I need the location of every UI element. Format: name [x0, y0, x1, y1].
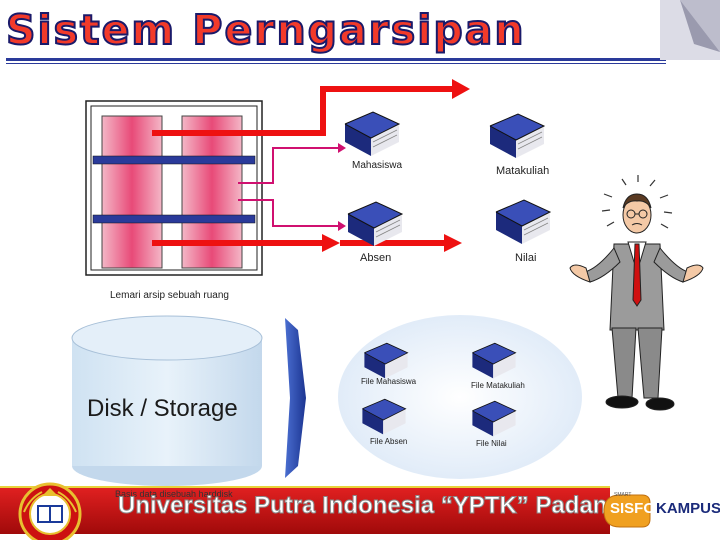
database-caption: Basis data disebuah harddisk — [115, 489, 233, 499]
sisfo-suffix: KAMPUS — [656, 500, 720, 517]
filing-cabinet — [85, 100, 263, 276]
file-icon-mahasiswa — [364, 342, 409, 379]
book-label-mahasiswa: Mahasiswa — [352, 160, 403, 171]
disk-storage-label: Disk / Storage — [87, 395, 238, 422]
page-curl-decoration — [660, 0, 720, 60]
big-blue-arrow — [285, 318, 306, 478]
footer-band — [0, 486, 610, 534]
arrow-head-nilai-end — [444, 234, 462, 252]
book-icon-mahasiswa — [344, 111, 401, 156]
arrow-head-nilai — [322, 234, 340, 252]
sisfo-small-text: SMART — [614, 492, 632, 498]
file-label-absen: File Absen — [370, 437, 408, 446]
book-label-matakuliah: Matakuliah — [496, 165, 550, 177]
pink-arrows — [238, 147, 340, 227]
pink-arrow-head-absen — [338, 221, 346, 231]
file-icon-matakuliah — [472, 342, 517, 379]
file-icon-nilai — [472, 400, 517, 437]
book-label-absen: Absen — [360, 252, 392, 264]
title-underline-thin — [6, 63, 666, 64]
disk-cylinder — [71, 315, 263, 486]
title-underline — [6, 58, 666, 61]
university-name: Universitas Putra Indonesia “YPTK” Padan… — [117, 492, 623, 520]
file-label-nilai: File Nilai — [476, 439, 507, 448]
book-icon-absen — [347, 201, 404, 246]
file-label-mahasiswa: File Mahasiswa — [361, 377, 417, 386]
red-arrows — [152, 86, 456, 246]
file-label-matakuliah: File Matakuliah — [471, 381, 525, 390]
university-logo-icon — [18, 482, 82, 540]
sisfo-kampus-logo: SISFO KAMPUS SMART — [602, 489, 720, 533]
book-label-nilai: Nilai — [515, 252, 537, 264]
pink-arrow-head-mahasiswa — [338, 143, 346, 153]
cabinet-caption: Lemari arsip sebuah ruang — [110, 290, 229, 301]
book-icon-nilai — [495, 199, 552, 244]
arrow-head-matakuliah — [452, 79, 470, 99]
sisfo-prefix: SISFO — [610, 500, 656, 517]
page-title: Sistem Perngarsipan — [5, 5, 526, 55]
confused-man-figure — [569, 175, 704, 411]
file-icon-absen — [362, 398, 407, 435]
book-icon-matakuliah — [489, 113, 546, 158]
sisfo-badge-icon — [603, 494, 651, 528]
